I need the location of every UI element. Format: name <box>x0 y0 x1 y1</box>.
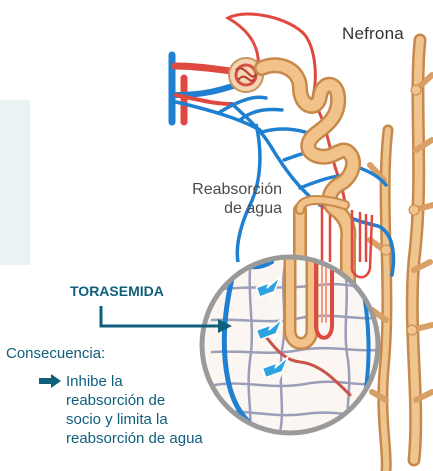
consequence-line: socio y limita la <box>66 411 168 428</box>
efferent-arteriole <box>224 12 351 272</box>
inhibition-arrow-icon <box>255 276 289 380</box>
water-reabsorption-line2: de agua <box>224 200 282 217</box>
consequence-line: reabsorción de agua <box>66 430 203 447</box>
callout-arrow-icon <box>99 306 232 333</box>
side-panel <box>0 100 30 265</box>
magnifier-lens <box>199 254 381 436</box>
water-reabsorption-line1: Reabsorción <box>192 181 282 198</box>
consequence-heading: Consecuencia: <box>6 345 106 362</box>
consequence-text: Inhibe la reabsorción de socio y limita … <box>66 372 236 448</box>
drug-name-label: TORASEMIDA <box>70 283 164 299</box>
descending-vessel <box>235 123 262 263</box>
arrow-right-icon <box>39 374 61 388</box>
nephron-title: Nefrona <box>342 24 404 43</box>
consequence-line: reabsorción de <box>66 392 166 409</box>
vasa-recta <box>320 205 374 279</box>
afferent-efferent-vessels <box>168 51 244 126</box>
consequence-line: Inhibe la <box>66 373 123 390</box>
renal-tubule <box>254 57 362 308</box>
collecting-duct <box>367 33 433 471</box>
water-reabsorption-label: Reabsorción de agua <box>170 180 282 218</box>
